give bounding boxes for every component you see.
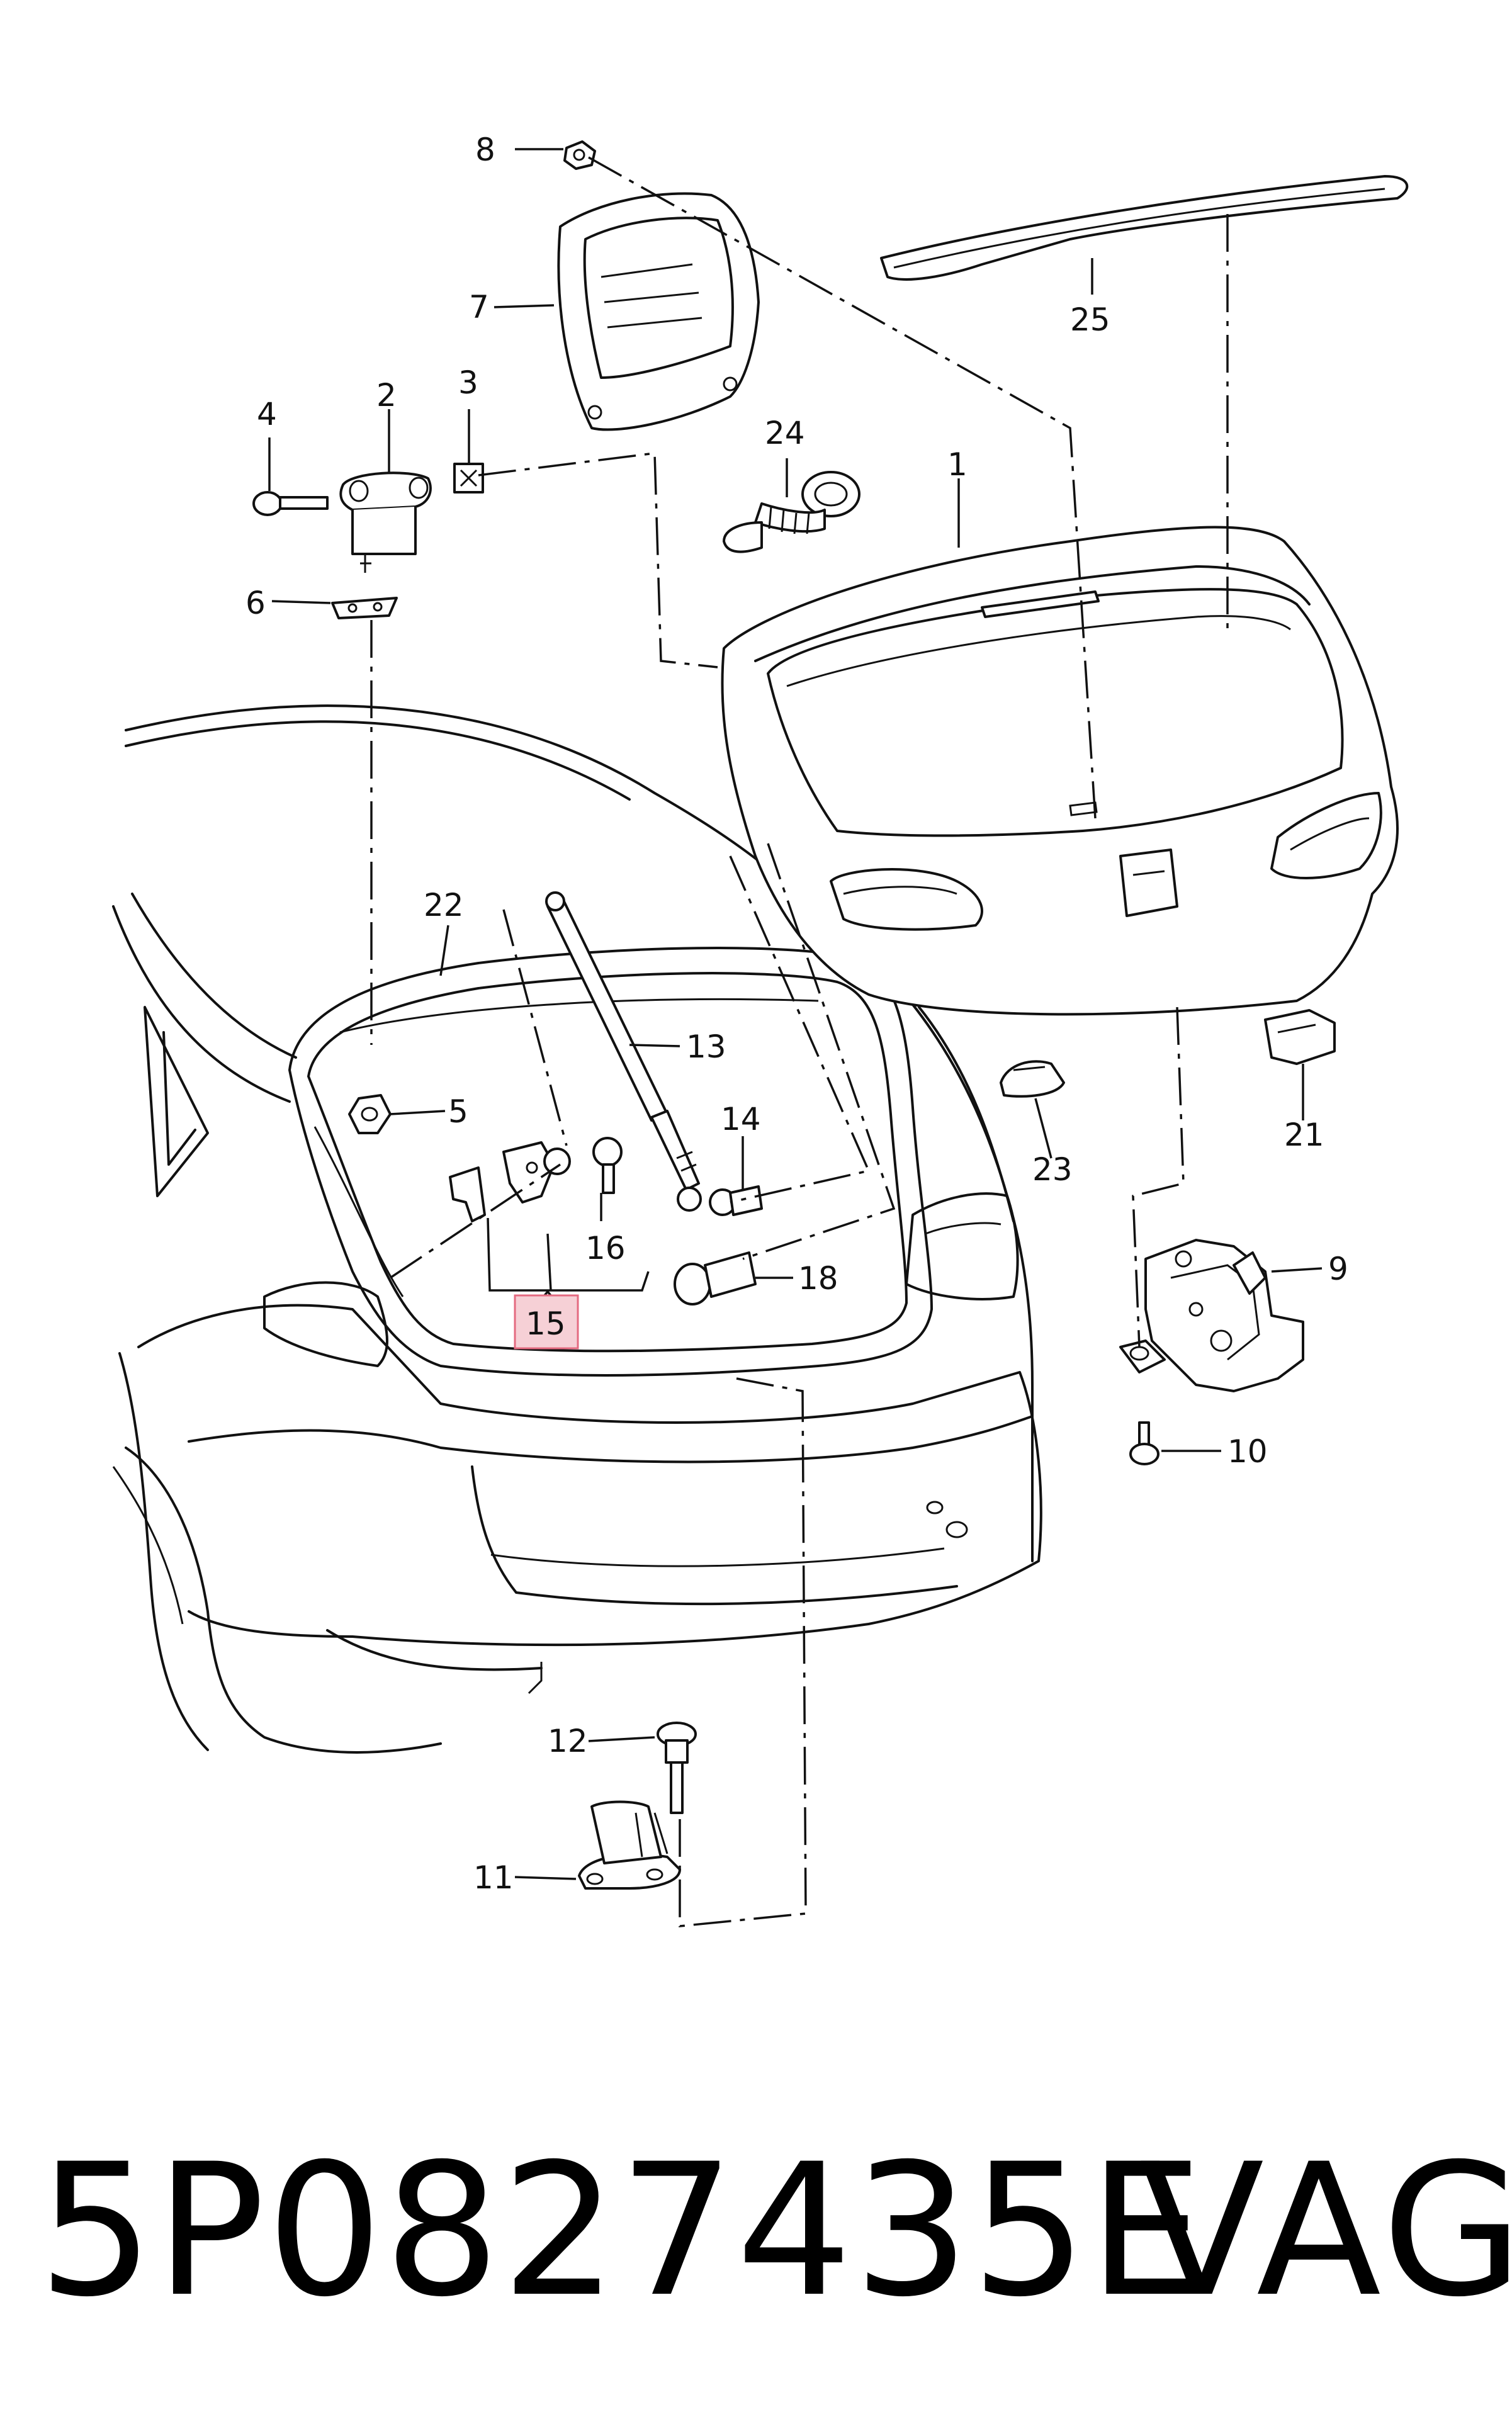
callout-10: 10 (1227, 1433, 1268, 1470)
nut-5 (348, 1094, 392, 1134)
callout-numbers: 8 7 4 2 3 6 24 1 25 22 13 5 14 16 18 21 … (245, 132, 1348, 1896)
callout-9: 9 (1328, 1251, 1348, 1287)
tailgate (721, 526, 1399, 1016)
diagram-svg: 8 7 4 2 3 6 24 1 25 22 13 5 14 16 18 21 … (112, 132, 1409, 1927)
brand-label: VAG (1139, 2125, 1512, 2337)
callout-25: 25 (1070, 302, 1110, 338)
highlight-box-15 (514, 1294, 579, 1350)
callout-23: 23 (1032, 1151, 1073, 1188)
callout-8: 8 (475, 132, 495, 168)
callout-13: 13 (686, 1029, 726, 1065)
callout-24: 24 (765, 415, 805, 451)
grommet-24 (723, 471, 860, 553)
spoiler (880, 175, 1409, 281)
bolt-12 (657, 1722, 697, 1814)
buffer-18 (674, 1251, 757, 1305)
buffer-21 (1264, 1009, 1336, 1065)
gas-strut-13 (545, 891, 702, 1212)
callout-4: 4 (257, 396, 277, 432)
buffer-14 (709, 1185, 763, 1216)
callout-21: 21 (1284, 1117, 1324, 1153)
callout-6: 6 (245, 585, 266, 621)
emblem (557, 192, 760, 431)
assembly-lines (370, 156, 1229, 1927)
part-number-label: 5P0827435E (38, 2125, 1205, 2337)
footer: 5P0827435E VAG (0, 2090, 1512, 2436)
callout-3: 3 (458, 364, 478, 401)
callout-2: 2 (376, 377, 397, 414)
exploded-parts-diagram: 8 7 4 2 3 6 24 1 25 22 13 5 14 16 18 21 … (112, 132, 1409, 1927)
nut-8 (563, 140, 596, 170)
screw-4 (252, 491, 329, 516)
insert-3 (453, 463, 484, 493)
bracket-15 (487, 1217, 650, 1292)
callout-16: 16 (585, 1230, 626, 1266)
callout-5: 5 (448, 1093, 468, 1130)
car-body (112, 704, 1042, 1754)
callout-1: 1 (947, 446, 968, 483)
callout-11: 11 (473, 1859, 514, 1896)
clip-15 (449, 1141, 571, 1222)
callout-14: 14 (721, 1101, 761, 1137)
callout-15: 15 (526, 1305, 566, 1342)
callout-12: 12 (548, 1723, 588, 1759)
callout-22: 22 (424, 887, 464, 923)
hinge (339, 471, 432, 573)
gasket-6 (331, 597, 398, 619)
callout-7: 7 (469, 289, 489, 325)
screw-16 (592, 1137, 623, 1194)
striker-11 (578, 1800, 681, 1890)
bracket-15-stem (546, 1233, 552, 1291)
lamp-23 (1000, 1060, 1065, 1098)
screw-10 (1129, 1421, 1159, 1465)
lock-9 (1119, 1239, 1304, 1392)
callout-18: 18 (798, 1260, 838, 1297)
leaders (268, 148, 1323, 1880)
